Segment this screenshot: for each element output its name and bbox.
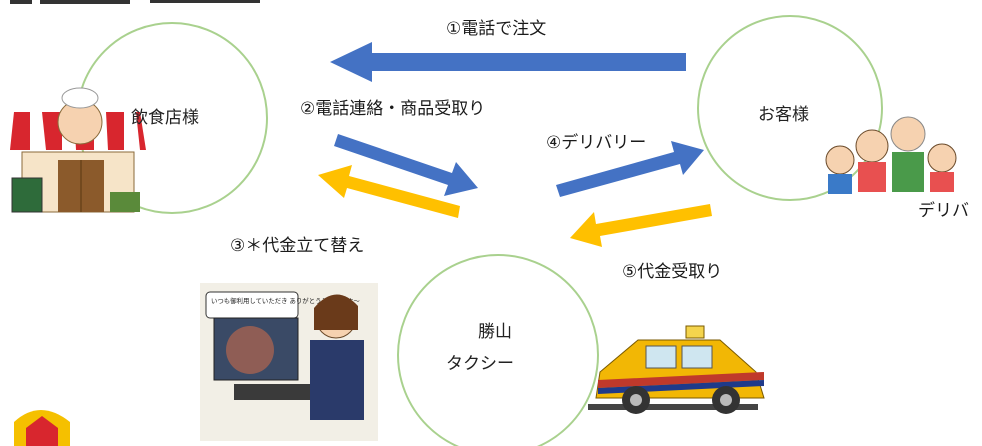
taxi-circle bbox=[397, 254, 599, 446]
restaurant-illustration bbox=[10, 87, 146, 213]
contact-arrow bbox=[334, 134, 478, 196]
taxi-label-line2: タクシー bbox=[446, 354, 514, 374]
flow-contact-label: ②電話連絡・商品受取り bbox=[300, 99, 486, 119]
delivery-arrow bbox=[556, 141, 704, 197]
cropped-header-fragment bbox=[10, 0, 260, 4]
flow-delivery-label: ④デリバリー bbox=[546, 133, 647, 153]
customer-circle bbox=[697, 15, 883, 201]
flow-order-label: ①電話で注文 bbox=[446, 19, 547, 39]
family-illustration bbox=[825, 116, 957, 194]
restaurant-label: 飲食店様 bbox=[131, 108, 199, 128]
order-arrow bbox=[330, 42, 686, 82]
flow-payment-label: ⑤代金受取り bbox=[622, 262, 723, 282]
advance-arrow bbox=[318, 165, 460, 218]
payment-arrow bbox=[570, 204, 712, 247]
flow-advance-label: ③＊代金立て替え bbox=[230, 236, 365, 256]
logo-fragment bbox=[14, 410, 70, 446]
right-edge-fragment: デリバ bbox=[918, 201, 969, 221]
taxi-illustration bbox=[588, 325, 765, 414]
customer-label: お客様 bbox=[758, 105, 809, 125]
taxi-label-line1: 勝山 bbox=[478, 322, 512, 342]
operator-illustration: いつも御利用していただき ありがとうございます～ bbox=[200, 283, 378, 441]
operator-speech-text: いつも御利用していただき ありがとうございます～ bbox=[211, 296, 360, 305]
